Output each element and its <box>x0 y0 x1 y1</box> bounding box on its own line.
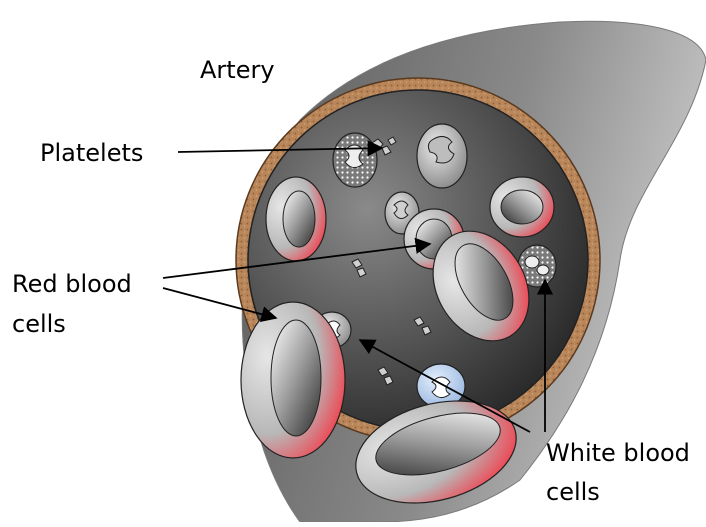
white-blood-cells-label-line2: cells <box>546 478 600 506</box>
white-blood-cell <box>417 124 467 188</box>
red-blood-cell <box>490 177 554 237</box>
platelets-label: Platelets <box>40 139 143 167</box>
white-blood-cells-label-line1: White blood <box>546 439 690 467</box>
white-blood-cell <box>333 133 377 187</box>
artery-label: Artery <box>200 56 275 84</box>
red-blood-cells-label-line2: cells <box>12 310 66 338</box>
red-blood-cell <box>241 302 345 458</box>
red-blood-cells-label-line1: Red blood <box>12 270 132 298</box>
red-blood-cell <box>266 177 326 261</box>
